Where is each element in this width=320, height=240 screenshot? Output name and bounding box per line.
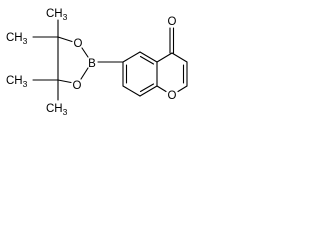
molecule-structure: O O B O O CH3 CH3 CH3 CH3 (6, 8, 188, 117)
boronate-oxygen-upper-label: O (74, 38, 83, 50)
bond-c5-c4a (139, 51, 158, 63)
bond-c5-c4a-inner (139, 55, 155, 65)
bond-o1-c8a (156, 85, 167, 93)
boronate-oxygen-lower-label: O (73, 80, 82, 92)
bond-b-o-upper (81, 47, 89, 58)
bond-c8a-c8-inner (139, 83, 155, 93)
bond-c4a-c4 (156, 52, 173, 63)
bond-c8-c7 (122, 85, 141, 97)
ketone-oxygen-label: O (168, 16, 177, 28)
bond-o-upper-c (57, 36, 73, 43)
methyl-1-label: CH3 (46, 8, 68, 22)
boron-label: B (88, 58, 96, 70)
bond-c2-o1 (177, 85, 188, 93)
methyl-2-label: CH3 (6, 32, 28, 46)
bond-c4-c3 (171, 52, 188, 63)
bond-c8a-c8 (139, 85, 158, 97)
bond-c6-c5 (122, 51, 141, 63)
methyl-4-label: CH3 (46, 103, 68, 117)
bond-o-lower-c (57, 79, 72, 84)
ring-oxygen-label: O (168, 90, 177, 102)
bond-b-o-lower (80, 67, 89, 80)
methyl-3-label: CH3 (6, 75, 28, 89)
